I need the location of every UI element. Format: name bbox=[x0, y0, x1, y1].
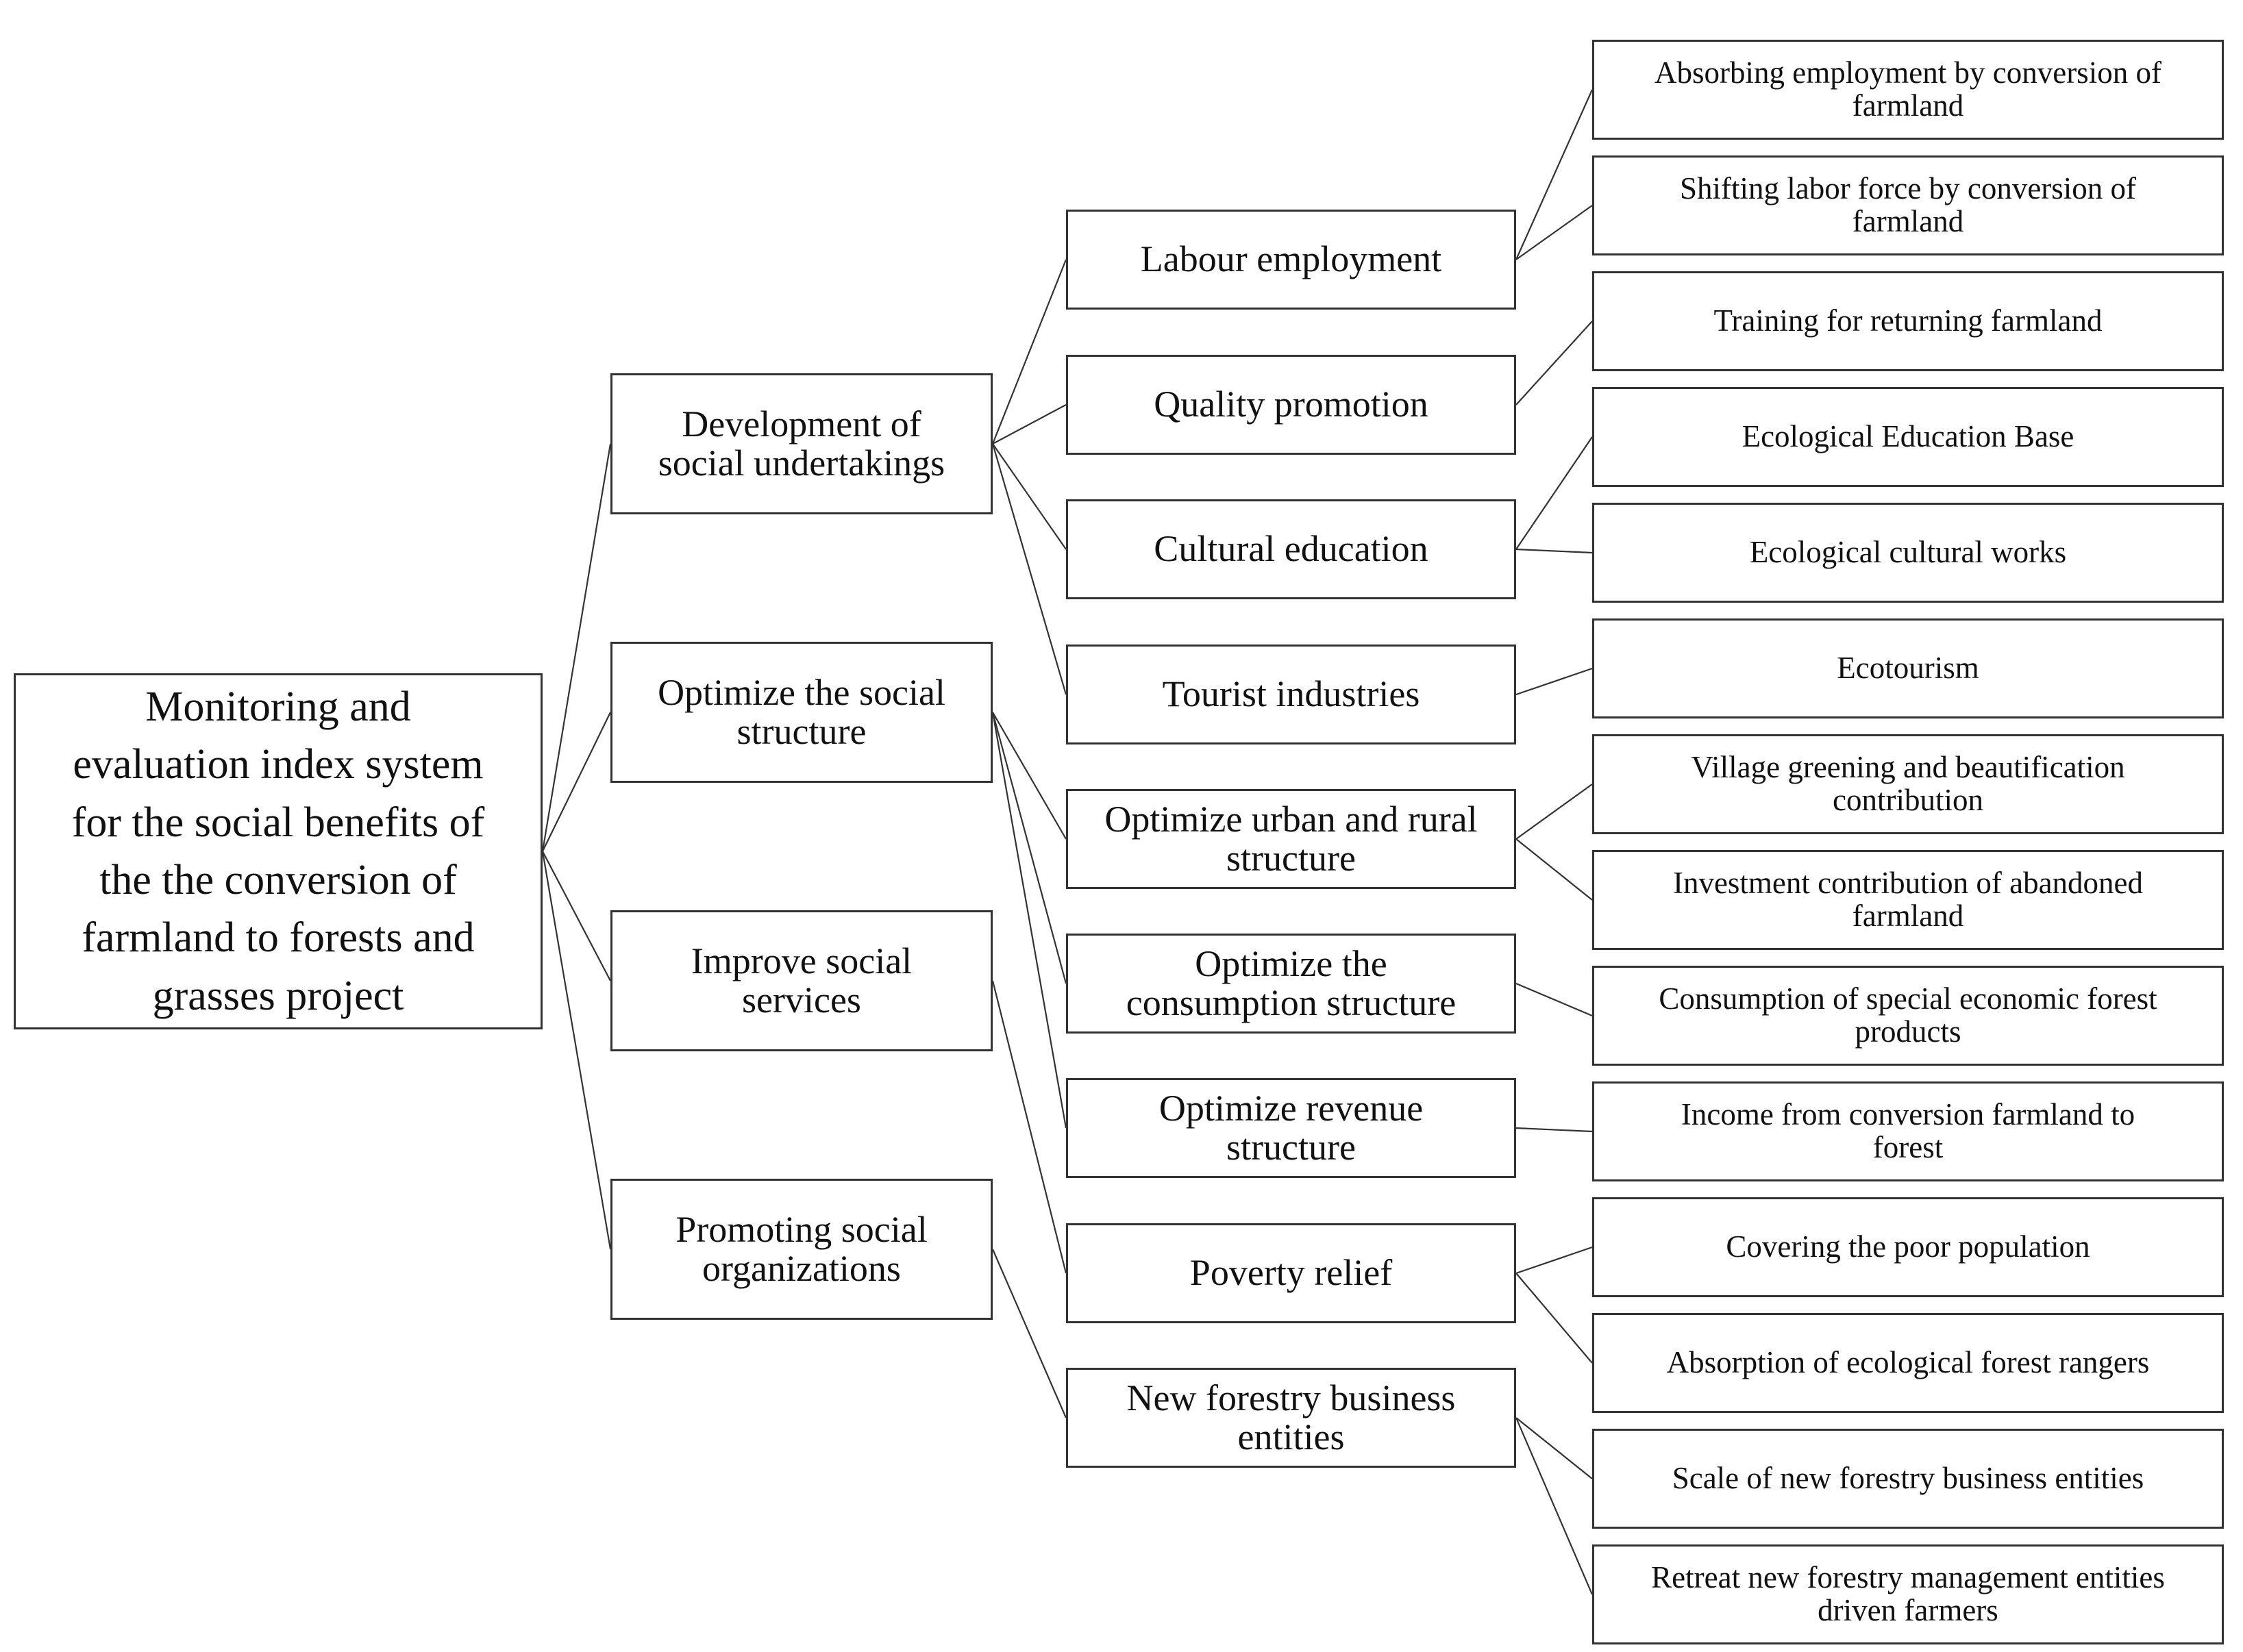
level3-node-label: Consumption of special economic forest p… bbox=[1659, 981, 2157, 1049]
root-node-label: Monitoring and evaluation index system f… bbox=[71, 684, 485, 1019]
connector-level2-to-level3 bbox=[1515, 784, 1593, 840]
level1-node-social-services: Improve social services bbox=[610, 910, 993, 1051]
level2-node-label: Quality promotion bbox=[1154, 384, 1428, 425]
level3-node-village-greening: Village greening and beautification cont… bbox=[1592, 734, 2224, 834]
connector-level2-to-level3 bbox=[1515, 1273, 1593, 1364]
level3-node-training-returning-farmland: Training for returning farmland bbox=[1592, 271, 2224, 371]
level3-node-conversion-income: Income from conversion farmland to fores… bbox=[1592, 1081, 2224, 1181]
level2-node-label: Tourist industries bbox=[1162, 673, 1420, 715]
root-node: Monitoring and evaluation index system f… bbox=[14, 673, 543, 1029]
level1-node-label: Improve social services bbox=[691, 940, 913, 1021]
connector-root-to-level1 bbox=[542, 851, 611, 981]
level3-node-label: Investment contribution of abandoned far… bbox=[1672, 866, 2144, 933]
connector-level1-to-level2 bbox=[991, 712, 1067, 984]
level3-node-special-forest-products: Consumption of special economic forest p… bbox=[1592, 966, 2224, 1066]
level2-node-cultural-education: Cultural education bbox=[1066, 499, 1516, 599]
connector-level2-to-level3 bbox=[1515, 436, 1593, 550]
level3-node-label: Ecological cultural works bbox=[1749, 535, 2067, 570]
level2-node-tourist-industries: Tourist industries bbox=[1066, 644, 1516, 744]
connector-level2-to-level3 bbox=[1515, 667, 1593, 696]
connector-level2-to-level3 bbox=[1515, 1127, 1593, 1133]
connector-level2-to-level3 bbox=[1515, 838, 1593, 901]
connector-level1-to-level2 bbox=[991, 980, 1067, 1274]
level3-node-farmers-driven: Retreat new forestry management entities… bbox=[1592, 1544, 2224, 1644]
connector-root-to-level1 bbox=[541, 851, 612, 1250]
level3-node-label: Training for returning farmland bbox=[1713, 303, 2103, 338]
level3-node-label: Covering the poor population bbox=[1726, 1229, 2090, 1264]
level3-node-label: Ecological Education Base bbox=[1742, 419, 2074, 454]
level3-node-covering-poor-population: Covering the poor population bbox=[1592, 1197, 2224, 1297]
connector-level1-to-level2 bbox=[991, 443, 1067, 695]
level2-node-label: Optimize the consumption structure bbox=[1126, 942, 1457, 1023]
level2-node-poverty-relief: Poverty relief bbox=[1066, 1223, 1516, 1323]
level1-node-label: Promoting social organizations bbox=[676, 1208, 928, 1289]
level2-node-label: Optimize revenue structure bbox=[1158, 1087, 1424, 1168]
level3-node-label: Absorbing employment by conversion of fa… bbox=[1655, 55, 2161, 123]
connector-level2-to-level3 bbox=[1515, 1417, 1594, 1595]
connector-level1-to-level2 bbox=[992, 443, 1067, 550]
connector-level2-to-level3 bbox=[1515, 1246, 1593, 1275]
level3-node-label: Retreat new forestry management entities… bbox=[1651, 1560, 2165, 1627]
level3-node-absorbing-employment: Absorbing employment by conversion of fa… bbox=[1592, 40, 2224, 140]
level3-node-label: Scale of new forestry business entities bbox=[1672, 1461, 2144, 1496]
level2-node-labour-employment: Labour employment bbox=[1066, 210, 1516, 310]
connector-root-to-level1 bbox=[541, 443, 612, 852]
connector-level2-to-level3 bbox=[1515, 548, 1593, 554]
level3-node-forestry-entities-scale: Scale of new forestry business entities bbox=[1592, 1429, 2224, 1529]
level2-node-forestry-business-entities: New forestry business entities bbox=[1066, 1368, 1516, 1468]
connector-level2-to-level3 bbox=[1515, 982, 1593, 1017]
connector-level1-to-level2 bbox=[991, 259, 1067, 445]
level2-node-consumption-structure: Optimize the consumption structure bbox=[1066, 934, 1516, 1034]
connector-level2-to-level3 bbox=[1515, 321, 1593, 405]
connector-level2-to-level3 bbox=[1515, 205, 1593, 260]
level2-node-quality-promotion: Quality promotion bbox=[1066, 355, 1516, 455]
level3-node-ecological-education-base: Ecological Education Base bbox=[1592, 387, 2224, 487]
level3-node-ecological-cultural-works: Ecological cultural works bbox=[1592, 503, 2224, 603]
connector-level1-to-level2 bbox=[991, 1249, 1067, 1418]
level3-node-label: Ecotourism bbox=[1837, 651, 1979, 686]
connector-root-to-level1 bbox=[542, 712, 611, 852]
level3-node-label: Village greening and beautification cont… bbox=[1691, 750, 2125, 817]
level1-node-label: Development of social undertakings bbox=[658, 403, 945, 484]
connector-level2-to-level3 bbox=[1515, 89, 1594, 260]
level1-node-social-structure: Optimize the social structure bbox=[610, 642, 993, 783]
level2-node-revenue-structure: Optimize revenue structure bbox=[1066, 1078, 1516, 1178]
level3-node-ecotourism: Ecotourism bbox=[1592, 618, 2224, 718]
connector-level1-to-level2 bbox=[992, 712, 1067, 840]
level3-node-forest-rangers: Absorption of ecological forest rangers bbox=[1592, 1313, 2224, 1413]
level2-node-label: Poverty relief bbox=[1189, 1252, 1393, 1294]
level3-node-label: Absorption of ecological forest rangers bbox=[1666, 1345, 2150, 1380]
level2-node-urban-rural-structure: Optimize urban and rural structure bbox=[1066, 789, 1516, 889]
connector-level2-to-level3 bbox=[1515, 1417, 1593, 1479]
level1-node-social-organizations: Promoting social organizations bbox=[610, 1179, 993, 1320]
level2-node-label: Optimize urban and rural structure bbox=[1104, 798, 1478, 879]
level3-node-label: Shifting labor force by conversion of fa… bbox=[1679, 171, 2137, 238]
level3-node-abandoned-farmland-investment: Investment contribution of abandoned far… bbox=[1592, 850, 2224, 950]
level3-node-shifting-labor-force: Shifting labor force by conversion of fa… bbox=[1592, 155, 2224, 255]
connector-level1-to-level2 bbox=[992, 404, 1067, 445]
connector-level1-to-level2 bbox=[991, 712, 1067, 1129]
level1-node-label: Optimize the social structure bbox=[658, 671, 945, 752]
level2-node-label: New forestry business entities bbox=[1126, 1377, 1456, 1457]
level2-node-label: Cultural education bbox=[1154, 528, 1428, 570]
level2-node-label: Labour employment bbox=[1140, 238, 1442, 280]
level1-node-social-undertakings: Development of social undertakings bbox=[610, 373, 993, 514]
level3-node-label: Income from conversion farmland to fores… bbox=[1681, 1097, 2135, 1164]
